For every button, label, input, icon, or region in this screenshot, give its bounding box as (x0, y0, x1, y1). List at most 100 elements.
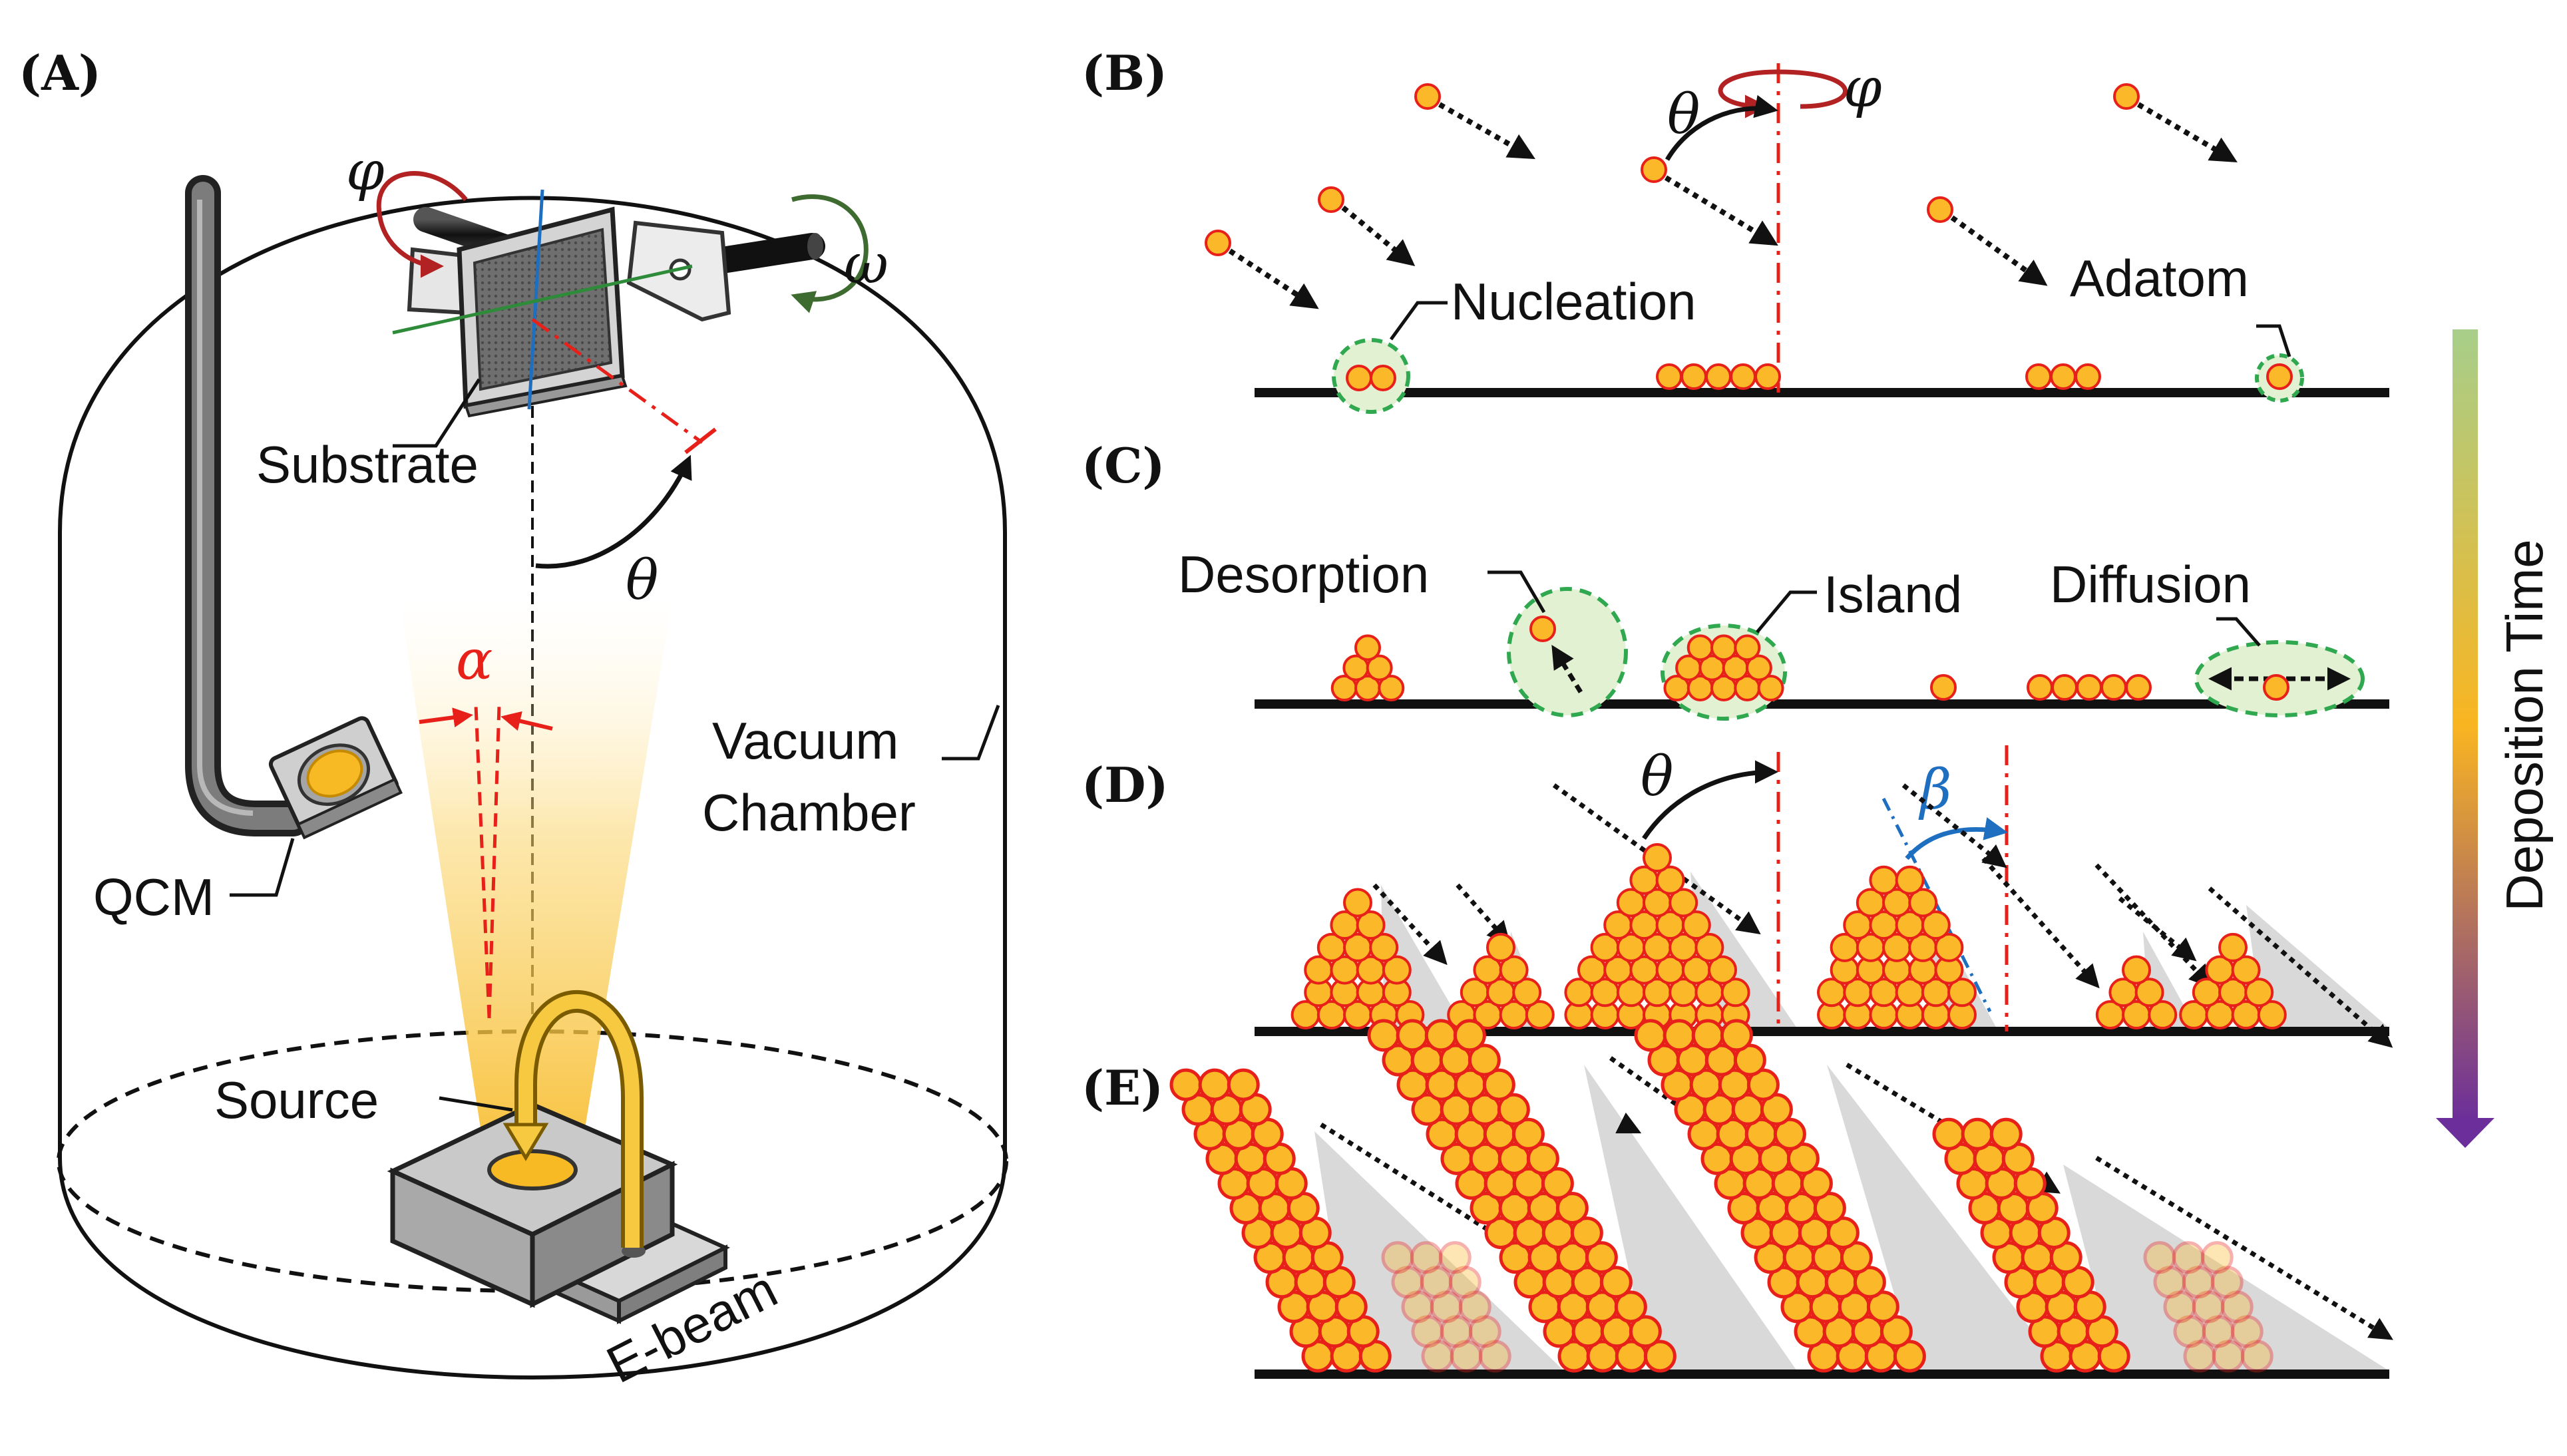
atom (2263, 674, 2289, 701)
beta-symbol: β (1918, 759, 1951, 822)
flux-arrow (2136, 102, 2238, 163)
atom (2153, 1266, 2186, 1299)
atom (1499, 955, 1529, 985)
atom (1169, 1068, 1203, 1101)
atom (1570, 1216, 1603, 1250)
theta-symbol-d: θ (1641, 745, 1673, 809)
atom (1932, 1117, 1965, 1151)
atom (1555, 1192, 1589, 1225)
flux-arrow (1438, 102, 1535, 159)
atom (1424, 1019, 1458, 1052)
substrate-label: Substrate (256, 435, 479, 494)
atom (1656, 363, 1682, 390)
atom (2212, 1340, 2245, 1373)
atom (1458, 1290, 1491, 1324)
atom (2148, 1000, 2178, 1029)
qcm-label: QCM (93, 868, 214, 926)
atom (1641, 156, 1667, 183)
atom (1512, 978, 1542, 1007)
atom (1663, 1019, 1696, 1052)
atom (2202, 1315, 2235, 1348)
atom (2122, 955, 2151, 985)
adatom-label: Adatom (2070, 249, 2249, 307)
flux-arrow (1372, 883, 1448, 966)
atom (1921, 910, 1951, 940)
atom (1420, 1266, 1453, 1299)
atoms-e (1169, 1019, 2273, 1373)
atom (1354, 634, 1381, 661)
atom (1760, 1093, 1793, 1126)
atom (2100, 674, 2127, 701)
panel-c-label: (C) (1082, 437, 1165, 494)
atom (2143, 1241, 2176, 1274)
omega-symbol: ω (844, 233, 889, 296)
atom (2027, 674, 2053, 701)
atom (1378, 675, 1405, 701)
qcm-pipe (185, 175, 311, 836)
atom (1681, 910, 1711, 940)
beta-arc (1905, 817, 2008, 860)
atom (1773, 1117, 1806, 1151)
atom (2076, 674, 2102, 701)
panel-a-label: (A) (19, 45, 101, 101)
atom (1840, 1241, 1873, 1274)
nucleation-label: Nucleation (1451, 272, 1696, 331)
flux-arrow (2118, 896, 2197, 962)
flux-arrow (2095, 1156, 2393, 1340)
source-label: Source (214, 1071, 379, 1129)
atom (1895, 865, 1925, 895)
atom (1680, 363, 1707, 390)
atom (1468, 1043, 1501, 1077)
atom (1414, 83, 1441, 110)
atom (1655, 865, 1685, 895)
atom (2050, 363, 2076, 390)
atom (1869, 865, 1899, 895)
atom (2200, 1241, 2234, 1274)
atom (1746, 1068, 1780, 1101)
deposition-time-indicator: Deposition Time (2436, 329, 2554, 1148)
atom (2240, 1340, 2273, 1373)
flux-arrow (1950, 215, 2048, 286)
atom (1227, 1068, 1260, 1101)
atom (1198, 1068, 1231, 1101)
phi-symbol-b: φ (1844, 57, 1882, 120)
atom (1757, 675, 1784, 701)
atom (1356, 910, 1386, 940)
shadow-region (1827, 1065, 2063, 1371)
flux-arrow (1228, 248, 1319, 309)
atom (1720, 978, 1750, 1007)
diffusion-label: Diffusion (2050, 555, 2251, 614)
atom (1927, 196, 1953, 223)
atom (1391, 1266, 1424, 1299)
atom (1541, 1167, 1574, 1200)
atom (1411, 1315, 1444, 1348)
atom (2172, 1241, 2205, 1274)
phi-rotation-arrow (376, 171, 468, 278)
atoms-b (1205, 83, 2293, 391)
qcm-sensor (268, 716, 403, 840)
atom (1930, 674, 1957, 701)
atom (1730, 363, 1756, 390)
atom (1343, 888, 1372, 918)
atom (1893, 1340, 1926, 1373)
atom (2244, 978, 2274, 1007)
atom (1786, 1142, 1820, 1175)
substrate-holder (407, 206, 825, 418)
atom (2231, 955, 2261, 985)
atom (1438, 1241, 1472, 1274)
atom (1482, 1068, 1515, 1101)
atom (1346, 365, 1372, 391)
atom (1478, 1340, 1511, 1373)
incoming-flux-b (1228, 102, 2238, 309)
atom (1745, 654, 1772, 681)
theta-arc-d (1642, 760, 1778, 840)
atom (1369, 932, 1399, 962)
panel-e-label: (E) (1082, 1059, 1163, 1116)
atom (1708, 955, 1737, 985)
atom (1853, 1266, 1886, 1299)
flux-arrow (1456, 883, 1511, 946)
atom (1450, 1340, 1483, 1373)
atom (2125, 674, 2152, 701)
atom (1529, 616, 1556, 642)
